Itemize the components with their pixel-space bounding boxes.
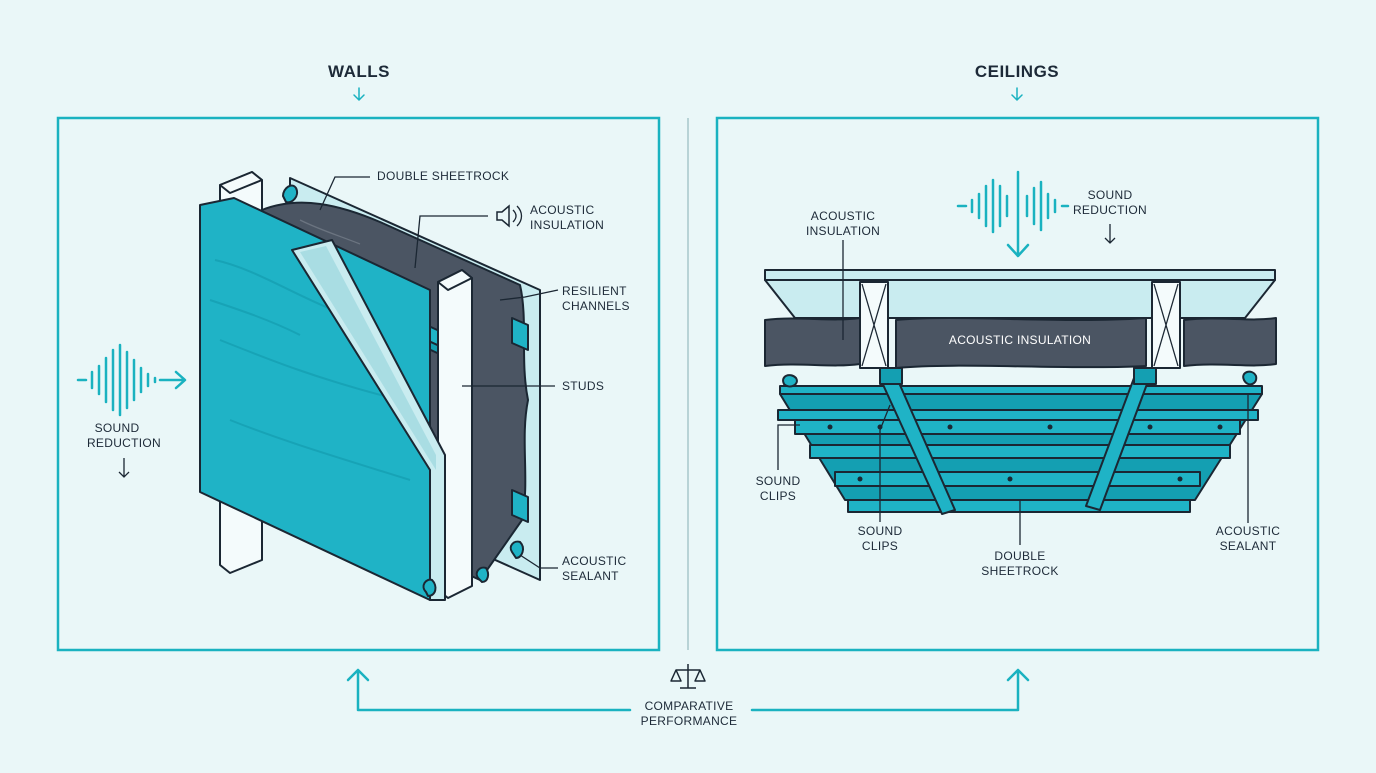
- balance-scale-icon: [670, 664, 706, 689]
- ceilings-label-double-sheetrock-2: SHEETROCK: [981, 564, 1058, 578]
- ceiling-assembly-illustration: [764, 269, 1277, 515]
- ceilings-label-acoustic-sealant-2: SEALANT: [1220, 539, 1277, 553]
- down-arrow-icon: [1006, 170, 1030, 258]
- down-arrow-icon: [1011, 87, 1023, 101]
- walls-label-double-sheetrock: DOUBLE SHEETROCK: [377, 169, 509, 183]
- down-arrow-icon: [1104, 224, 1116, 244]
- walls-label-sound-reduction-2: REDUCTION: [87, 436, 161, 450]
- comparison-connector: [346, 668, 1030, 712]
- down-arrow-icon: [353, 87, 365, 101]
- walls-label-resilient-channels-1: RESILIENT: [562, 284, 627, 298]
- ceilings-label-acoustic-sealant-1: ACOUSTIC: [1216, 524, 1280, 538]
- speaker-icon: [496, 204, 523, 228]
- ceilings-label-sound-reduction-2: REDUCTION: [1073, 203, 1147, 217]
- ceilings-label-double-sheetrock-1: DOUBLE: [994, 549, 1045, 563]
- walls-label-studs: STUDS: [562, 379, 604, 393]
- ceilings-label-acoustic-insulation-1: ACOUSTIC: [811, 209, 875, 223]
- footer-label-performance: PERFORMANCE: [641, 714, 738, 728]
- ceilings-label-sound-clips-left-2: CLIPS: [760, 489, 796, 503]
- walls-label-acoustic-insulation-1: ACOUSTIC: [530, 203, 594, 217]
- right-arrow-icon: [158, 370, 187, 390]
- ceilings-panel-frame: [715, 116, 1320, 652]
- walls-label-acoustic-sealant-1: ACOUSTIC: [562, 554, 626, 568]
- walls-callouts: [319, 176, 559, 569]
- ceilings-label-sound-clips-center-2: CLIPS: [862, 539, 898, 553]
- ceilings-label-acoustic-insulation-center: ACOUSTIC INSULATION: [949, 333, 1091, 347]
- walls-panel-frame: [56, 116, 661, 652]
- ceilings-label-sound-clips-center-1: SOUND: [858, 524, 903, 538]
- sound-wave-icon: [76, 343, 157, 417]
- ceilings-callouts: [777, 240, 1249, 545]
- ceilings-label-sound-reduction-1: SOUND: [1088, 188, 1133, 202]
- wall-assembly-illustration: [199, 171, 541, 601]
- sound-wave-icon: [956, 178, 1070, 234]
- ceilings-title: CEILINGS: [975, 62, 1059, 81]
- down-arrow-icon: [118, 458, 130, 478]
- ceilings-label-acoustic-insulation-2: INSULATION: [806, 224, 880, 238]
- walls-label-sound-reduction-1: SOUND: [95, 421, 140, 435]
- walls-label-acoustic-insulation-2: INSULATION: [530, 218, 604, 232]
- walls-label-acoustic-sealant-2: SEALANT: [562, 569, 619, 583]
- footer-label-comparative: COMPARATIVE: [645, 699, 734, 713]
- ceilings-label-sound-clips-left-1: SOUND: [756, 474, 801, 488]
- walls-title: WALLS: [328, 62, 390, 81]
- walls-label-resilient-channels-2: CHANNELS: [562, 299, 630, 313]
